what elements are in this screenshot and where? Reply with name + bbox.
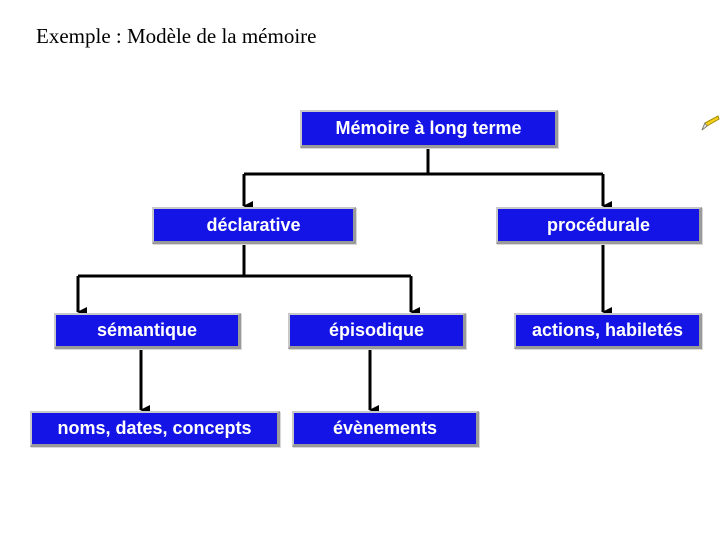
node-noms-dates-concepts: noms, dates, concepts xyxy=(30,411,280,447)
node-procedurale: procédurale xyxy=(496,207,702,244)
node-evenements: évènements xyxy=(292,411,479,447)
node-episodique: épisodique xyxy=(288,313,466,349)
page-title: Exemple : Modèle de la mémoire xyxy=(36,24,317,48)
node-actions-habiletes: actions, habiletés xyxy=(514,313,702,349)
node-semantique: sémantique xyxy=(54,313,241,349)
node-declarative: déclarative xyxy=(152,207,356,244)
pen-icon xyxy=(701,115,720,131)
node-memoire-long-terme: Mémoire à long terme xyxy=(300,110,558,148)
